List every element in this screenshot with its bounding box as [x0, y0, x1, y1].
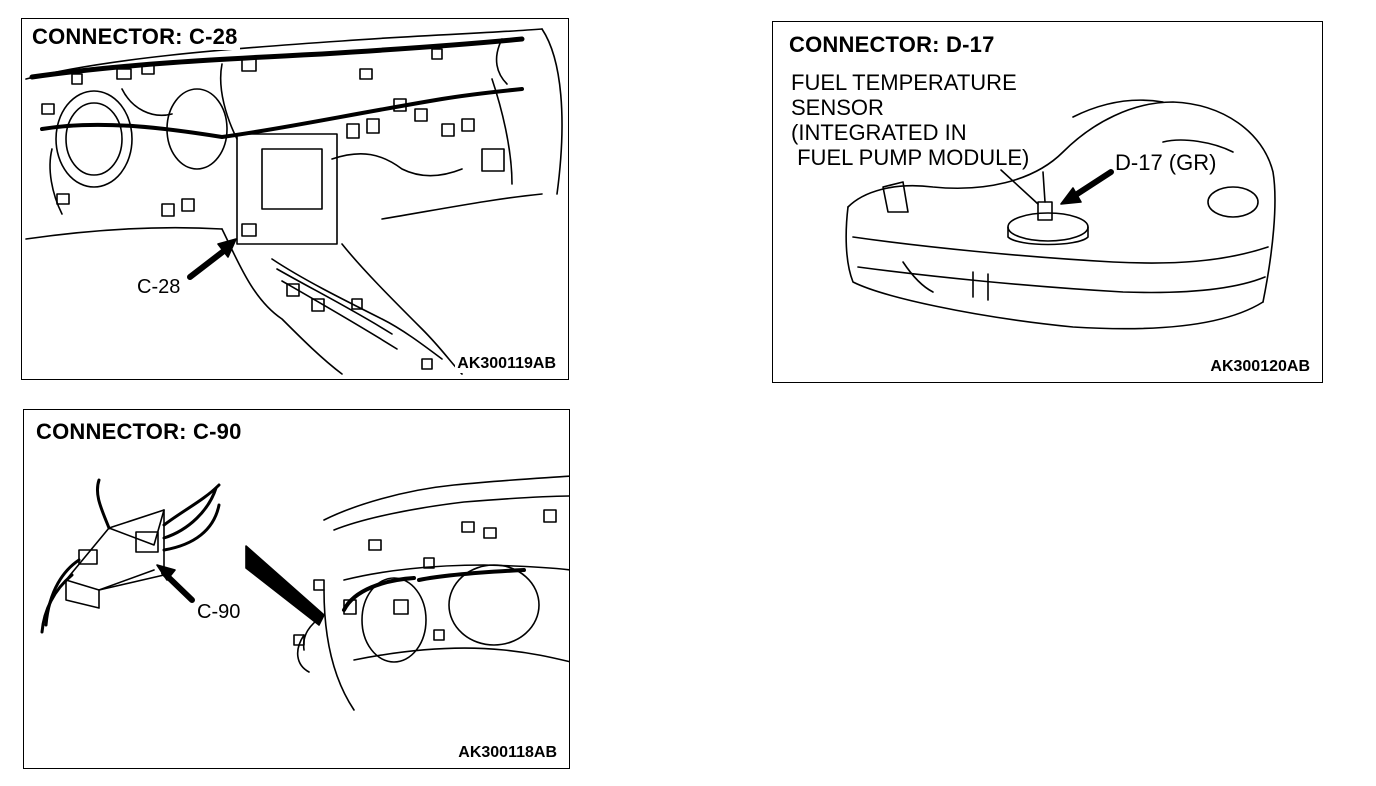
connector-callout-label: D-17 (GR): [1115, 150, 1217, 175]
figure-code: AK300118AB: [456, 744, 559, 762]
description-line-3: (INTEGRATED IN: [791, 120, 967, 145]
panel-title: CONNECTOR: C-90: [36, 419, 244, 445]
description-line-4: FUEL PUMP MODULE): [791, 145, 1030, 170]
panel-connector-c28: CONNECTOR: C-28 C-28 AK300119AB: [21, 18, 569, 380]
dashboard-harness-illustration: [25, 28, 563, 375]
connector-callout-label: C-28: [137, 276, 181, 298]
panel-title: CONNECTOR: C-28: [32, 24, 240, 50]
figure-code: AK300120AB: [1208, 358, 1312, 376]
fuel-tank-illustration: [845, 99, 1276, 330]
sensor-description: FUEL TEMPERATURE SENSOR (INTEGRATED IN F…: [791, 70, 1029, 170]
connector-callout-label: C-90: [197, 601, 241, 623]
connector-closeup-and-dash-illustration: [40, 475, 569, 711]
description-line-2: SENSOR: [791, 95, 884, 120]
panel-title: CONNECTOR: D-17: [789, 32, 997, 58]
description-line-1: FUEL TEMPERATURE: [791, 70, 1017, 95]
figure-code: AK300119AB: [455, 355, 558, 373]
panel-connector-c90: CONNECTOR: C-90 C-90 AK300118AB: [23, 409, 570, 769]
panel-connector-d17: CONNECTOR: D-17 FUEL TEMPERATURE SENSOR …: [772, 21, 1323, 383]
